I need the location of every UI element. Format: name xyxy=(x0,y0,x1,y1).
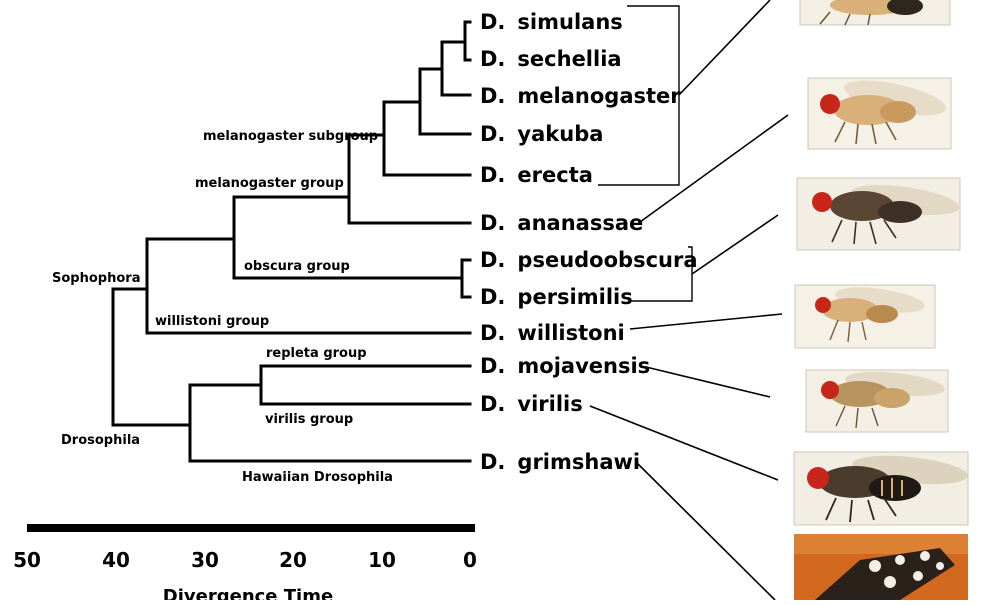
leader-grimshawi xyxy=(635,461,776,601)
leader-ananassae xyxy=(639,114,789,223)
fly-photo-willistoni xyxy=(794,284,936,349)
clade-label-melanogaster-group: melanogaster group xyxy=(195,176,344,191)
clade-label-hawaiian-drosophila: Hawaiian Drosophila xyxy=(242,470,393,485)
branch-repleta-virilis xyxy=(188,364,472,406)
branch-mel-clade xyxy=(418,40,472,97)
axis-bar xyxy=(27,524,475,532)
label-grimshawi: D.grimshawi xyxy=(480,450,640,474)
clade-label-melanogaster-subgroup: melanogaster subgroup xyxy=(203,129,378,144)
clade-label-sophophora: Sophophora xyxy=(52,271,140,286)
label-mojavensis: D.mojavensis xyxy=(480,354,650,378)
label-erecta: D.erecta xyxy=(480,163,593,187)
clade-labels: melanogaster subgroup melanogaster group… xyxy=(52,129,393,485)
species-labels: D.simulans D.sechellia D.melanogaster D.… xyxy=(480,10,698,474)
leader-lines xyxy=(589,0,789,601)
label-willistoni: D.willistoni xyxy=(480,321,625,345)
clade-label-virilis-group: virilis group xyxy=(265,412,353,427)
fly-photo-grimshawi xyxy=(794,534,968,604)
axis-tick-0: 0 xyxy=(463,548,477,572)
branch-melanogaster-group xyxy=(232,133,472,225)
clade-label-repleta-group: repleta group xyxy=(266,346,367,361)
branch-obscura xyxy=(232,258,472,299)
branch-yakuba-clade xyxy=(382,67,472,136)
tree-branches xyxy=(111,20,472,463)
label-ananassae: D.ananassae xyxy=(480,211,643,235)
leader-willistoni xyxy=(629,313,783,330)
axis-tick-30: 30 xyxy=(191,548,219,572)
leader-obscura xyxy=(691,214,779,275)
axis-title: Divergence Time xyxy=(163,586,333,600)
axis-tick-40: 40 xyxy=(102,548,130,572)
label-yakuba: D.yakuba xyxy=(480,122,603,146)
clade-label-obscura-group: obscura group xyxy=(244,259,350,274)
fly-photo-obscura xyxy=(796,177,961,251)
branch-sim-sech xyxy=(440,20,472,62)
label-simulans: D.simulans xyxy=(480,10,623,34)
fly-photo-melanogaster-subgroup xyxy=(799,0,951,26)
bracket-melanogaster-subgroup xyxy=(598,5,680,186)
label-melanogaster: D.melanogaster xyxy=(480,84,681,108)
leader-virilis xyxy=(589,405,779,481)
axis-tick-10: 10 xyxy=(368,548,396,572)
label-sechellia: D.sechellia xyxy=(480,47,622,71)
leader-mojavensis xyxy=(645,366,771,398)
time-axis: 50 40 30 20 10 0 Divergence Time xyxy=(13,524,477,605)
axis-tick-20: 20 xyxy=(279,548,307,572)
leader-melanogaster-subgroup xyxy=(678,0,771,96)
axis-tick-50: 50 xyxy=(13,548,41,572)
fly-photo-mojavensis xyxy=(805,369,949,433)
branch-melanogaster-subgroup xyxy=(347,100,472,177)
label-pseudoobscura: D.pseudoobscura xyxy=(480,248,698,272)
fly-photo-ananassae xyxy=(807,77,952,150)
branch-sophophora xyxy=(111,237,149,335)
fly-photo-virilis xyxy=(793,451,969,526)
clade-label-drosophila: Drosophila xyxy=(61,433,140,448)
clade-label-willistoni-group: willistoni group xyxy=(155,314,269,329)
branch-mel-obscura xyxy=(145,195,236,280)
branch-drosophila xyxy=(111,383,472,463)
fly-photos xyxy=(793,0,969,604)
label-persimilis: D.persimilis xyxy=(480,285,633,309)
label-virilis: D.virilis xyxy=(480,392,583,416)
